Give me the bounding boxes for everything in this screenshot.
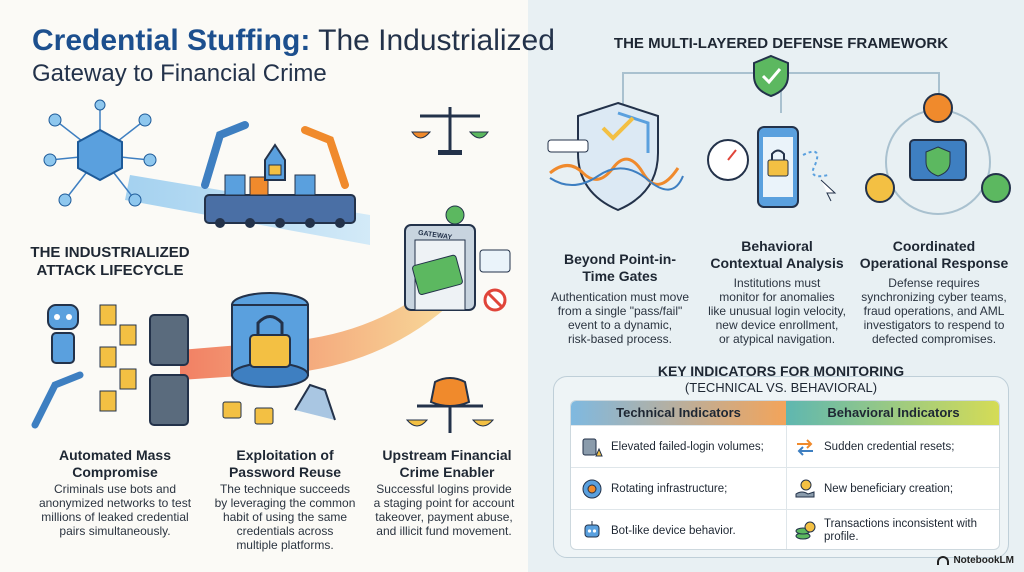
title-highlight: Credential Stuffing: bbox=[32, 24, 311, 57]
body-line: investigators to respend to bbox=[863, 318, 1005, 332]
technical-indicator-text: Rotating infrastructure; bbox=[611, 482, 728, 495]
brand-label: NotebookLM bbox=[953, 555, 1014, 566]
swap-arrows-icon bbox=[797, 439, 813, 456]
behavioral-indicator-text: Sudden credential resets; bbox=[824, 440, 955, 453]
title-line: Beyond Point-in- bbox=[564, 251, 676, 267]
body-line: anonymized networks to test bbox=[38, 496, 192, 510]
body-line: or atypical navigation. bbox=[718, 332, 836, 346]
body-line: fraud operations, and AML bbox=[863, 304, 1005, 318]
body-line: monitor for anomalies bbox=[719, 290, 835, 304]
body-line: synchronizing cyber teams, bbox=[861, 290, 1007, 304]
notebooklm-brand: NotebookLM bbox=[937, 555, 1014, 566]
robot-assembly-line-icon bbox=[201, 121, 356, 228]
title-line: Upstream Financial bbox=[382, 447, 512, 463]
coin-stack-icon bbox=[795, 521, 816, 540]
col-body-password-reuse: The technique succeeds by leveraging the… bbox=[196, 482, 374, 552]
title-line: Time Gates bbox=[582, 268, 658, 284]
col-title-password-reuse: Exploitation of Password Reuse bbox=[210, 447, 360, 481]
body-line: by leveraging the common bbox=[214, 496, 356, 510]
shield-waveform-icon bbox=[547, 101, 684, 212]
col-body-coordinated-operational-response: Defense requires synchronizing cyber tea… bbox=[850, 276, 1018, 346]
body-line: new device enrollment, bbox=[715, 318, 839, 332]
col-body-financial-crime-enabler: Successful logins provide a staging poin… bbox=[362, 482, 526, 538]
body-line: The technique succeeds bbox=[219, 482, 351, 496]
body-line: from a single "pass/fail" bbox=[557, 304, 683, 318]
body-line: defected compromises. bbox=[871, 332, 997, 346]
technical-indicators-header: Technical Indicators bbox=[571, 401, 786, 425]
title-line: Exploitation of bbox=[236, 447, 334, 463]
body-line: Criminals use bots and bbox=[53, 482, 177, 496]
col-body-beyond-point-in-time-gates: Authentication must move from a single "… bbox=[545, 290, 695, 346]
title-line: Operational Response bbox=[859, 255, 1009, 271]
technical-indicator-text: Bot-like device behavior. bbox=[611, 524, 736, 537]
technical-indicator-text: Elevated failed-login volumes; bbox=[611, 440, 764, 453]
behavioral-indicator-text: Transactions inconsistent with profile. bbox=[824, 518, 977, 543]
column-divider bbox=[786, 425, 787, 549]
money-scale-icon bbox=[405, 377, 495, 433]
title-line: Password Reuse bbox=[228, 464, 342, 480]
body-line: Successful logins provide bbox=[376, 482, 512, 496]
gateway-icon bbox=[404, 205, 511, 312]
database-lock-icon bbox=[222, 292, 336, 425]
server-warning-icon bbox=[582, 438, 603, 457]
heading-line: ATTACK LIFECYCLE bbox=[36, 262, 184, 279]
title-line: Automated Mass bbox=[58, 447, 172, 463]
body-line: a staging point for account bbox=[373, 496, 515, 510]
notebooklm-logo-icon bbox=[937, 556, 950, 565]
title-line: Compromise bbox=[72, 464, 158, 480]
body-line: Authentication must move bbox=[550, 290, 690, 304]
hand-coin-icon bbox=[795, 479, 815, 498]
robot-icon bbox=[584, 521, 600, 538]
body-line: multiple platforms. bbox=[236, 538, 334, 552]
behavioral-indicator-text: New beneficiary creation; bbox=[824, 482, 954, 495]
col-title-coordinated-operational-response: Coordinated Operational Response bbox=[856, 238, 1012, 272]
col-title-automated-mass-compromise: Automated Mass Compromise bbox=[40, 447, 190, 481]
defense-framework-heading: THE MULTI-LAYERED DEFENSE FRAMEWORK bbox=[613, 35, 949, 52]
body-line: Institutions must bbox=[733, 276, 821, 290]
title-line: Coordinated bbox=[892, 238, 976, 254]
col-body-behavioral-contextual-analysis: Institutions must monitor for anomalies … bbox=[697, 276, 857, 346]
title-line: Crime Enabler bbox=[399, 464, 495, 480]
col-title-beyond-point-in-time-gates: Beyond Point-in- Time Gates bbox=[555, 251, 685, 285]
balance-scale-icon bbox=[411, 107, 489, 155]
indicators-table: Technical Indicators Behavioral Indicato… bbox=[570, 400, 1000, 550]
table-row: Rotating infrastructure; New beneficiary… bbox=[571, 467, 999, 509]
body-line: event to a dynamic, bbox=[567, 318, 673, 332]
col-title-financial-crime-enabler: Upstream Financial Crime Enabler bbox=[372, 447, 522, 481]
body-line: credentials across bbox=[236, 524, 334, 538]
heading-line: THE INDUSTRIALIZED bbox=[30, 244, 190, 261]
col-body-automated-mass-compromise: Criminals use bots and anonymized networ… bbox=[22, 482, 208, 538]
bot-farm-icon bbox=[31, 304, 189, 429]
table-row: Bot-like device behavior. Transactions i… bbox=[571, 509, 999, 549]
title-line: Behavioral bbox=[741, 238, 813, 254]
phone-stopwatch-icon bbox=[707, 126, 837, 208]
shield-check-icon bbox=[753, 54, 789, 98]
body-line: takeover, payment abuse, bbox=[375, 510, 513, 524]
body-line: risk-based process. bbox=[567, 332, 673, 346]
behavioral-indicators-header: Behavioral Indicators bbox=[786, 401, 999, 425]
body-line: habit of using the same bbox=[222, 510, 348, 524]
title-line: Contextual Analysis bbox=[710, 255, 844, 271]
body-line: millions of leaked credential bbox=[41, 510, 189, 524]
attack-lifecycle-heading: THE INDUSTRIALIZED ATTACK LIFECYCLE bbox=[20, 244, 200, 280]
body-line: pairs simultaneously. bbox=[59, 524, 171, 538]
body-line: Defense requires bbox=[888, 276, 980, 290]
body-line: like unusual login velocity, bbox=[708, 304, 846, 318]
title-rest: The Industrialized bbox=[310, 24, 555, 57]
team-monitor-icon bbox=[865, 93, 1011, 215]
body-line: and illicit fund movement. bbox=[376, 524, 512, 538]
key-indicators-title: KEY INDICATORS FOR MONITORING bbox=[657, 363, 905, 379]
table-row: Elevated failed-login volumes; Sudden cr… bbox=[571, 425, 999, 467]
col-title-behavioral-contextual-analysis: Behavioral Contextual Analysis bbox=[702, 238, 852, 272]
network-hexagon-icon bbox=[43, 99, 157, 207]
gear-globe-icon bbox=[582, 479, 602, 499]
page-title: Credential Stuffing: The Industrialized bbox=[32, 24, 555, 58]
key-indicators-subtitle: (TECHNICAL VS. BEHAVIORAL) bbox=[684, 380, 878, 395]
page-subtitle: Gateway to Financial Crime bbox=[32, 60, 327, 87]
